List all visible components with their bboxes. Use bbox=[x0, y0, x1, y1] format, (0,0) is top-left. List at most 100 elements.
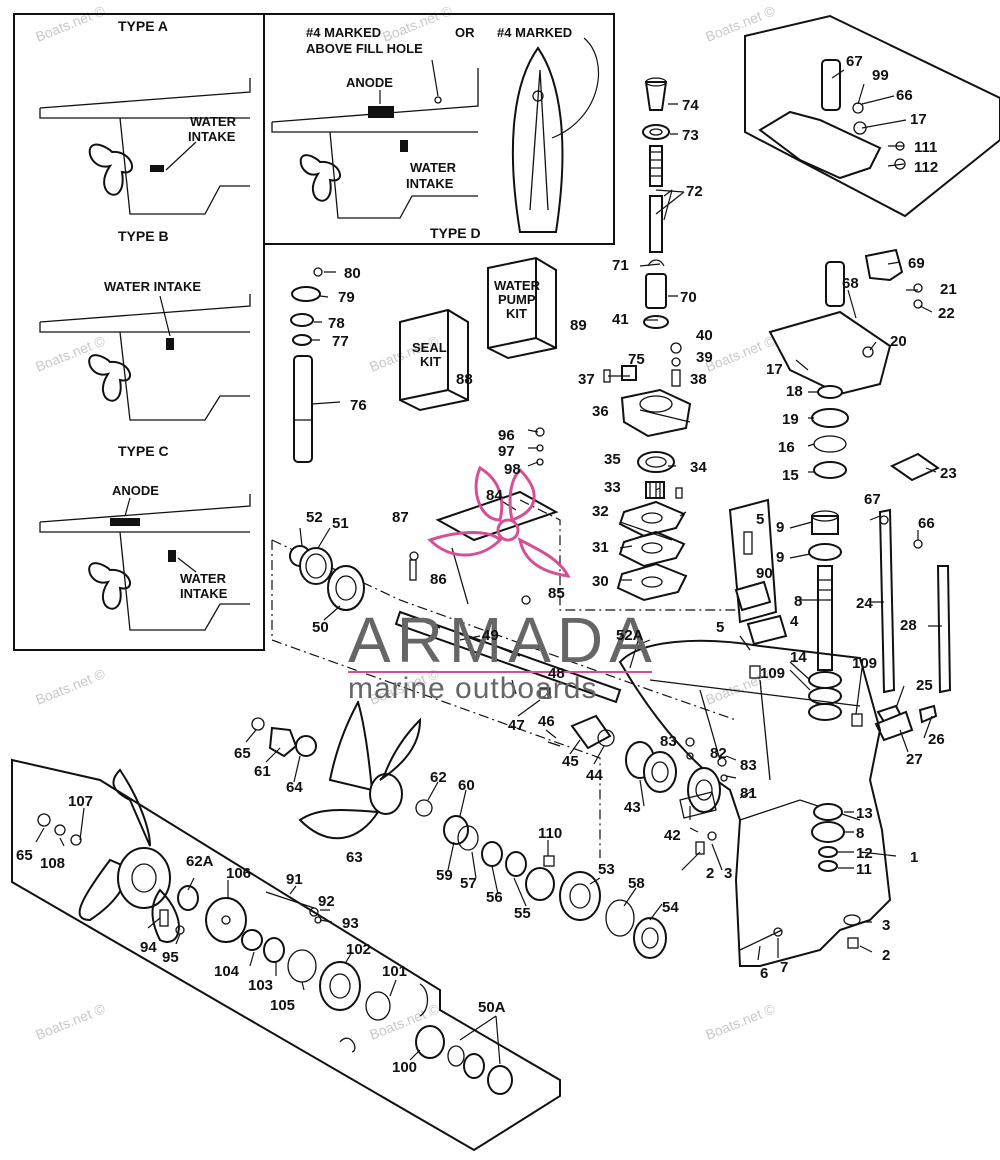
type-a-intake-label: INTAKE bbox=[188, 129, 236, 144]
shift-rod-stack bbox=[290, 267, 323, 463]
callout-69: 69 bbox=[908, 255, 925, 272]
callout-99: 99 bbox=[872, 67, 889, 84]
callout-74: 74 bbox=[682, 97, 699, 114]
callout-11: 11 bbox=[856, 861, 872, 878]
callout-31: 31 bbox=[592, 539, 609, 556]
callout-83: 83 bbox=[740, 757, 757, 774]
callout-80: 80 bbox=[344, 265, 361, 282]
callout-72: 72 bbox=[686, 183, 703, 200]
type-a-title: TYPE A bbox=[118, 18, 168, 34]
leader-lines bbox=[35, 69, 942, 1065]
callout-97: 97 bbox=[498, 443, 515, 460]
watermark: Boats.net © bbox=[33, 665, 108, 708]
callout-76: 76 bbox=[350, 397, 367, 414]
type-c-anode-marker bbox=[110, 518, 140, 526]
callout-111: 111 bbox=[914, 139, 937, 156]
callout-47: 47 bbox=[508, 717, 525, 734]
callout-16: 16 bbox=[778, 439, 795, 456]
inset-types-abc: TYPE A WATER INTAKE TYPE B WATER INTAKE … bbox=[13, 13, 265, 651]
callout-53: 53 bbox=[598, 861, 615, 878]
callout-19: 19 bbox=[782, 411, 799, 428]
callout-7: 7 bbox=[780, 959, 788, 976]
callout-34: 34 bbox=[690, 459, 707, 476]
logo-propeller-icon bbox=[427, 465, 571, 578]
bracket-parts bbox=[728, 498, 788, 651]
callout-4: 4 bbox=[790, 613, 799, 630]
callout-109: 109 bbox=[760, 665, 785, 682]
callout-40: 40 bbox=[696, 327, 713, 344]
callout-85: 85 bbox=[548, 585, 565, 602]
callout-105: 105 bbox=[270, 997, 295, 1014]
callout-59: 59 bbox=[436, 867, 453, 884]
callout-94: 94 bbox=[140, 939, 157, 956]
callout-38: 38 bbox=[690, 371, 707, 388]
callout-35: 35 bbox=[604, 451, 621, 468]
callout-68: 68 bbox=[842, 275, 859, 292]
callout-70: 70 bbox=[680, 289, 697, 306]
type-c-title: TYPE C bbox=[118, 443, 169, 459]
callout-104: 104 bbox=[214, 963, 240, 980]
callout-56: 56 bbox=[486, 889, 503, 906]
type-d-marked-above-label: ABOVE FILL HOLE bbox=[306, 41, 423, 56]
callout-23: 23 bbox=[940, 465, 957, 482]
callout-102: 102 bbox=[346, 941, 371, 958]
callout-20: 20 bbox=[890, 333, 907, 350]
armada-logo: ARMADA marine outboards bbox=[348, 465, 658, 705]
callout-17: 17 bbox=[910, 111, 927, 128]
watermark: Boats.net © bbox=[33, 2, 108, 45]
callout-1: 1 bbox=[910, 849, 918, 866]
callout-5: 5 bbox=[716, 619, 724, 636]
water-pump-stack bbox=[603, 77, 692, 602]
callout-13: 13 bbox=[856, 805, 873, 822]
callout-51: 51 bbox=[332, 515, 349, 532]
callout-52a: 52A bbox=[616, 627, 644, 644]
type-c-intake-marker bbox=[168, 550, 176, 562]
callout-66: 66 bbox=[918, 515, 935, 532]
type-d-intake-marker bbox=[400, 140, 408, 152]
callout-37: 37 bbox=[578, 371, 595, 388]
callout-26: 26 bbox=[928, 731, 945, 748]
callout-66: 66 bbox=[896, 87, 913, 104]
callout-15: 15 bbox=[782, 467, 799, 484]
callout-labels: 1 2 2 3 3 4 5 5 6 7 8 8 9 9 11 12 13 14 … bbox=[16, 53, 957, 1076]
callout-49: 49 bbox=[482, 627, 499, 644]
callout-17: 17 bbox=[766, 361, 783, 378]
callout-27: 27 bbox=[906, 751, 923, 768]
type-b-intake-label: WATER INTAKE bbox=[104, 279, 201, 294]
callout-18: 18 bbox=[786, 383, 803, 400]
callout-48: 48 bbox=[548, 665, 565, 682]
callout-62a: 62A bbox=[186, 853, 214, 870]
callout-106: 106 bbox=[226, 865, 251, 882]
logo-name: ARMADA bbox=[348, 604, 658, 676]
callout-108: 108 bbox=[40, 855, 65, 872]
callout-62: 62 bbox=[430, 769, 447, 786]
logo-subtitle: marine outboards bbox=[348, 672, 597, 705]
callout-41: 41 bbox=[612, 311, 629, 328]
callout-61: 61 bbox=[254, 763, 271, 780]
callout-6: 6 bbox=[760, 965, 768, 982]
callout-91: 91 bbox=[286, 871, 303, 888]
type-a-intake-label: WATER bbox=[190, 114, 237, 129]
callout-60: 60 bbox=[458, 777, 475, 794]
callout-110: 110 bbox=[538, 825, 562, 842]
propeller-standard bbox=[251, 700, 422, 840]
watermark: Boats.net © bbox=[33, 1000, 108, 1043]
callout-50a: 50A bbox=[478, 999, 506, 1016]
callout-77: 77 bbox=[332, 333, 349, 350]
inset-alternate-propeller bbox=[11, 758, 561, 1152]
callout-42: 42 bbox=[664, 827, 681, 844]
inset-type-d: #4 MARKED ABOVE FILL HOLE OR #4 MARKED A… bbox=[263, 13, 615, 245]
callout-44: 44 bbox=[586, 767, 603, 784]
callout-88: 88 bbox=[456, 371, 473, 388]
water-pump-kit-label: WATER bbox=[494, 278, 541, 293]
callout-12: 12 bbox=[856, 845, 873, 862]
callout-63: 63 bbox=[346, 849, 363, 866]
type-c-intake-label: INTAKE bbox=[180, 586, 228, 601]
callout-33: 33 bbox=[604, 479, 621, 496]
callout-39: 39 bbox=[696, 349, 713, 366]
callout-3: 3 bbox=[724, 865, 732, 882]
callout-9: 9 bbox=[776, 519, 784, 536]
callout-28: 28 bbox=[900, 617, 917, 634]
callout-8: 8 bbox=[856, 825, 864, 842]
